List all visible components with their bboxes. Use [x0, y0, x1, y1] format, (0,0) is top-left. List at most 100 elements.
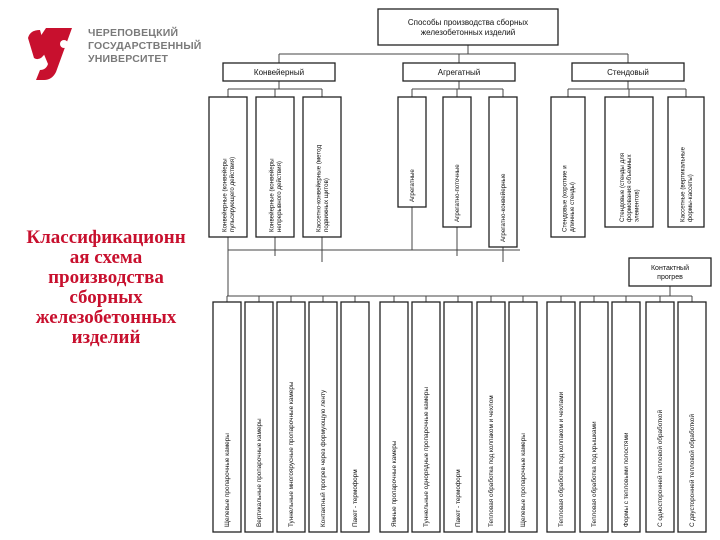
subtype-box-label: элементов) [633, 189, 640, 222]
subtype-box-label: Конвейерные (конвейеры [222, 158, 229, 232]
treatment-box-label: Контактный прогрев через формующую ленту [319, 389, 327, 527]
subtype-box-label: Агрегатно-поточные [454, 164, 461, 222]
treatment-box-frame [244, 301, 274, 533]
subtype-box: Агрегатно-поточные [442, 96, 472, 228]
contact-heating-box-label: Контактный [651, 264, 689, 272]
treatment-box-frame [340, 301, 370, 533]
subtype-box-label: непрерывного действия) [276, 161, 283, 232]
university-logo-icon [28, 28, 72, 80]
method-box: Стендовый [571, 62, 685, 82]
treatment-box-label: Туннельные многоярусные пропарочные каме… [288, 381, 295, 527]
root-box-frame [377, 8, 559, 46]
treatment-box-frame [611, 301, 641, 533]
university-name: ЧЕРЕПОВЕЦКИЙ ГОСУДАРСТВЕННЫЙ УНИВЕРСИТЕТ [88, 27, 218, 66]
subtype-box-label: пульсирующего действия) [229, 157, 236, 232]
root-box-label: Способы производства сборных [408, 18, 528, 27]
treatment-box-label: С односторонней тепловой обработкой [656, 410, 664, 527]
treatment-box: Вертикальные пропарочные камеры [244, 301, 274, 533]
method-box-label: Конвейерный [254, 68, 304, 77]
method-box: Конвейерный [222, 62, 336, 82]
treatment-box-frame [212, 301, 242, 533]
treatment-box-label: Щелевые пропарочные камеры [224, 433, 231, 527]
connector-lines [226, 45, 693, 302]
treatment-box-label: Пакет - термоформ [352, 469, 359, 527]
subtype-box-label: формования объемных [626, 154, 633, 222]
treatment-box-frame [645, 301, 675, 533]
method-box-label: Агрегатный [438, 68, 480, 77]
method-box: Агрегатный [402, 62, 516, 82]
subtype-box-label: Стендовые (стенды для [619, 153, 626, 222]
treatment-box: Туннельные однорядные пропарочные камеры [411, 301, 441, 533]
subtype-box-label: формы-кассеты) [687, 174, 694, 222]
diagram-boxes: Способы производства сборныхжелезобетонн… [208, 8, 712, 533]
slide-title-line: изделий [71, 327, 141, 348]
slide-title-line: ая схема [69, 247, 143, 268]
treatment-box-label: Туннельные однорядные пропарочные камеры [423, 387, 430, 527]
subtype-box-frame [442, 96, 472, 228]
subtype-box-frame [255, 96, 295, 238]
treatment-box: Пакет - термоформ [443, 301, 473, 533]
treatment-box-label: Вертикальные пропарочные камеры [256, 418, 263, 527]
subtype-box-label: Стендовые (короткие и [562, 165, 569, 232]
subtype-box-frame [667, 96, 705, 228]
subtype-box-frame [550, 96, 586, 238]
treatment-box-frame [443, 301, 473, 533]
slide-title-line: сборных [69, 287, 143, 308]
subtype-box-frame [604, 96, 654, 228]
treatment-box-frame [411, 301, 441, 533]
slide-title-line: производства [48, 267, 164, 288]
treatment-box: Щелевые пропарочные камеры [212, 301, 242, 533]
subtype-box: Агрегатные [397, 96, 427, 208]
subtype-box-label: Агрегатные [409, 169, 416, 202]
treatment-box: Щелевые пропарочные камеры [508, 301, 538, 533]
treatment-box: Контактный прогрев через формующую ленту [308, 301, 338, 533]
treatment-box-label: Тепловая обработка под крышками [590, 421, 598, 527]
contact-heating-box-frame [628, 257, 712, 287]
method-box-frame [571, 62, 685, 82]
subtype-box-label: подвижных щитов) [323, 178, 330, 232]
treatment-box: Пакет - термоформ [340, 301, 370, 533]
treatment-box: Ямные пропарочные камеры [379, 301, 409, 533]
treatment-box: С односторонней тепловой обработкой [645, 301, 675, 533]
treatment-box: Туннельные многоярусные пропарочные каме… [276, 301, 306, 533]
treatment-box-label: Щелевые пропарочные камеры [520, 433, 527, 527]
subtype-box-frame [488, 96, 518, 248]
subtype-box-frame [397, 96, 427, 208]
treatment-box-frame [276, 301, 306, 533]
subtype-box-frame [208, 96, 248, 238]
contact-heating-box-label: прогрев [657, 274, 683, 281]
treatment-box-frame [579, 301, 609, 533]
treatment-box-frame [308, 301, 338, 533]
treatment-box-label: Тепловая обработка под колпаком и чехлом [487, 395, 495, 527]
subtype-box: Агрегатно-конвейерные [488, 96, 518, 248]
slide-title-line: Классификационн [26, 227, 186, 248]
treatment-box-frame [546, 301, 576, 533]
university-name-line: ГОСУДАРСТВЕННЫЙ [88, 40, 202, 52]
method-box-frame [222, 62, 336, 82]
treatment-box: Тепловая обработка под колпаком и чехлом [476, 301, 506, 533]
slide-title: Классификационн ая схема производства сб… [0, 228, 212, 348]
root-box-label: железобетонных изделий [421, 28, 515, 37]
contact-heating-box: Контактный прогрев [628, 257, 712, 287]
treatment-box-label: Ямные пропарочные камеры [391, 440, 398, 527]
university-name-line: УНИВЕРСИТЕТ [88, 53, 169, 65]
treatment-box-frame [476, 301, 506, 533]
subtype-box-label: длинные стенды) [569, 182, 576, 232]
treatment-box-frame [677, 301, 707, 533]
treatment-box: Тепловая обработка под крышками [579, 301, 609, 533]
university-name-line: ЧЕРЕПОВЕЦКИЙ [88, 27, 179, 39]
treatment-box: С двусторонней тепловой обработкой [677, 301, 707, 533]
subtype-box-label: Кассетные (вертикальные [680, 146, 687, 222]
subtype-box-frame [302, 96, 342, 238]
method-box-frame [402, 62, 516, 82]
subtype-box-label: Агрегатно-конвейерные [500, 173, 507, 242]
treatment-box-label: Формы с тепловыми полостями [623, 432, 630, 527]
treatment-box: Тепловая обработка под колпаком и чехлам… [546, 301, 576, 533]
